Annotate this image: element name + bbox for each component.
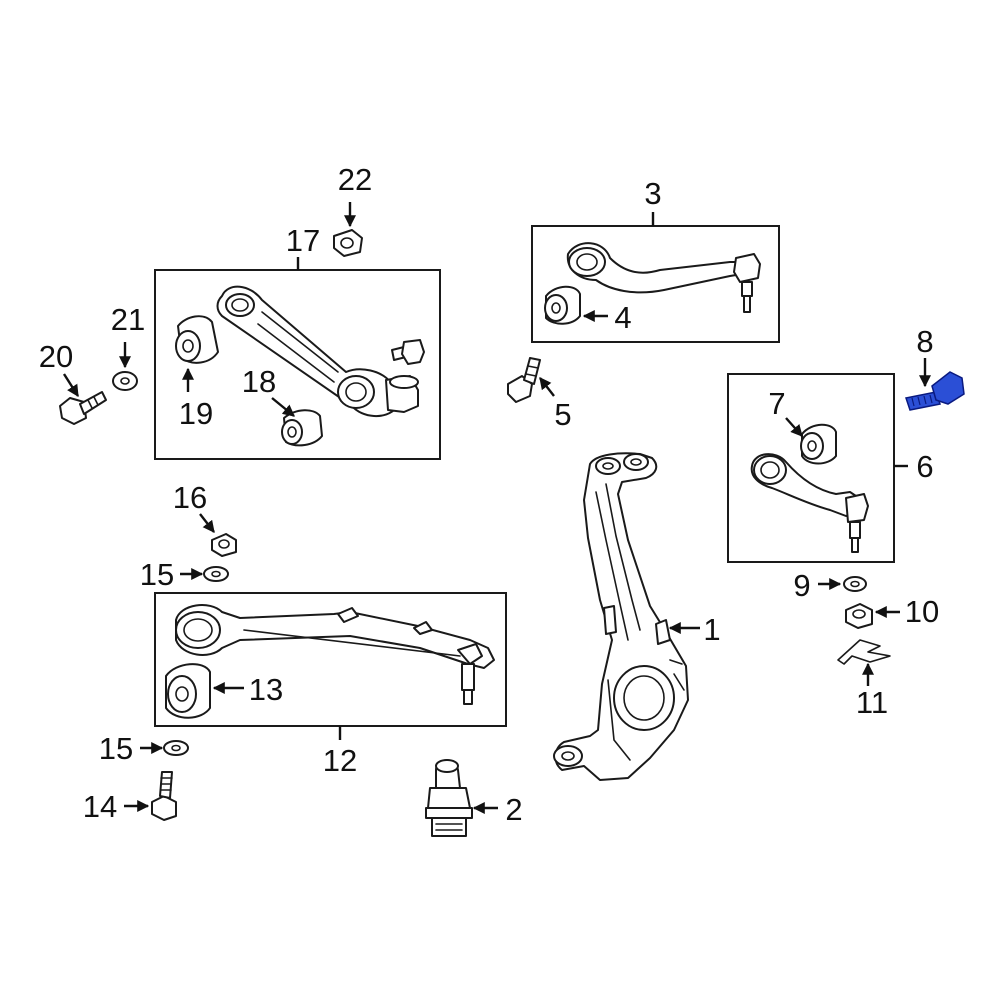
callout-1: 1 [703,612,720,647]
callout-6: 6 [916,449,933,484]
callout-18-arrow [271,397,295,417]
upper-arm-group-box [531,225,780,343]
callout-5: 5 [554,397,571,432]
nut-22 [333,229,363,257]
callout-13: 13 [249,672,283,707]
callout-7-arrow [785,417,803,437]
callout-15b: 15 [99,731,133,766]
callout-12: 12 [323,743,357,778]
ball-joint-2 [425,759,473,837]
washer-9 [843,576,867,592]
nut-16 [211,533,237,557]
callout-5-arrow [539,377,555,397]
stud-bolt-small [391,339,425,365]
bolt-8-highlighted[interactable] [905,371,965,411]
callout-18: 18 [242,364,276,399]
callout-7: 7 [768,386,785,421]
bushing-4 [544,285,581,325]
bushing-7 [800,423,837,465]
bolt-20 [59,391,107,425]
front-lower-arm-12 [175,604,495,705]
callout-16-arrow [199,513,215,533]
callout-10: 10 [905,594,939,629]
clip-11 [837,639,891,665]
steering-knuckle-1 [553,452,689,781]
bolt-14 [151,771,177,821]
lower-control-arm-17 [216,285,419,417]
callout-8: 8 [916,324,933,359]
washer-15-lower [163,740,189,756]
callout-17: 17 [286,223,320,258]
bolt-5 [507,357,541,403]
front-lower-arm-group-box [154,592,507,727]
callout-4: 4 [614,300,631,335]
callout-20: 20 [39,339,73,374]
callout-2: 2 [505,792,522,827]
callout-22: 22 [338,162,372,197]
bushing-13 [165,663,211,719]
callout-3: 3 [644,176,661,211]
nut-10 [845,603,873,629]
callout-11: 11 [856,685,888,720]
callout-15a: 15 [140,557,174,592]
callout-14: 14 [83,789,117,824]
upper-arm-3 [566,242,761,313]
upper-link-6 [750,453,869,553]
callout-9: 9 [793,568,810,603]
callout-20-arrow [62,373,80,398]
bushing-19 [175,315,219,364]
washer-21 [112,371,138,391]
washer-15-upper [203,566,229,582]
bushing-18 [281,409,323,447]
callout-16: 16 [173,480,207,515]
callout-19: 19 [179,396,213,431]
callout-21: 21 [111,302,145,337]
upper-link-group-box [727,373,895,563]
